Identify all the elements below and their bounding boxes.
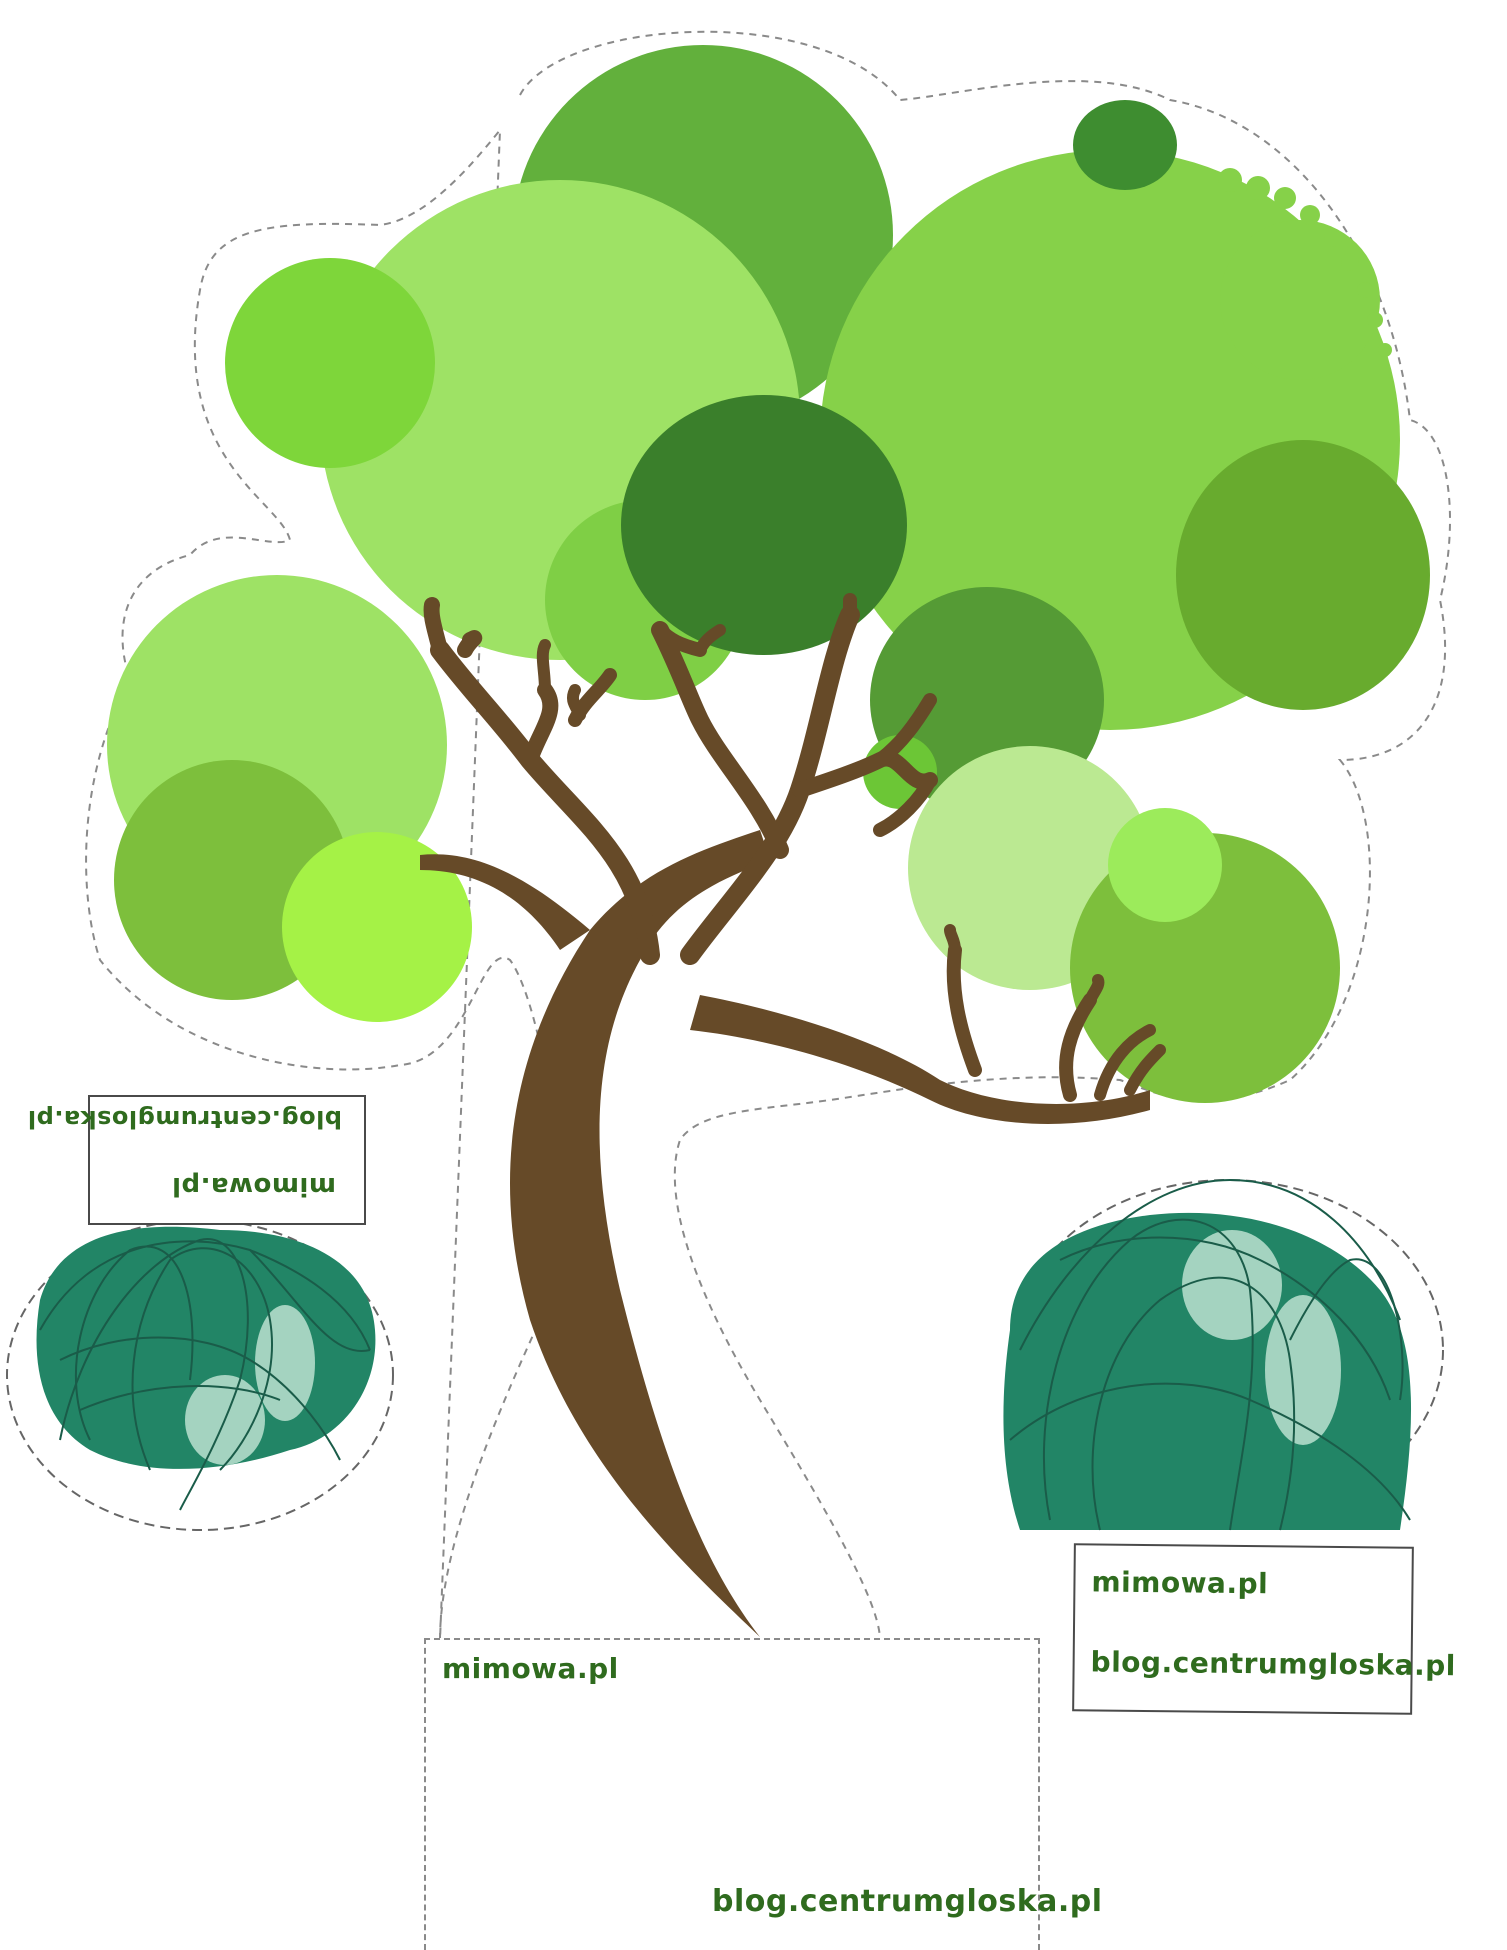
blog-label: blog.centrumgloska.pl bbox=[712, 1884, 1103, 1919]
blog-label: blog.centrumgloska.pl bbox=[27, 1105, 342, 1133]
label-card-bottom: mimowa.pl blog.centrumgloska.pl bbox=[424, 1638, 1102, 1950]
bush-icon bbox=[6, 1219, 394, 1531]
site-label: mimowa.pl bbox=[171, 1171, 336, 1201]
site-label: mimowa.pl bbox=[1091, 1565, 1269, 1601]
canopy bbox=[107, 45, 1430, 1103]
tree-trunk bbox=[420, 593, 1166, 1637]
bush-icon bbox=[1003, 1178, 1444, 1531]
site-label: mimowa.pl bbox=[442, 1652, 619, 1685]
canopy-cut-line bbox=[85, 30, 1451, 1641]
blog-label: blog.centrumgloska.pl bbox=[1090, 1645, 1457, 1683]
label-card-left: mimowa.pl blog.centrumgloska.pl bbox=[27, 1095, 366, 1225]
label-card-right: mimowa.pl blog.centrumgloska.pl bbox=[1072, 1543, 1456, 1715]
